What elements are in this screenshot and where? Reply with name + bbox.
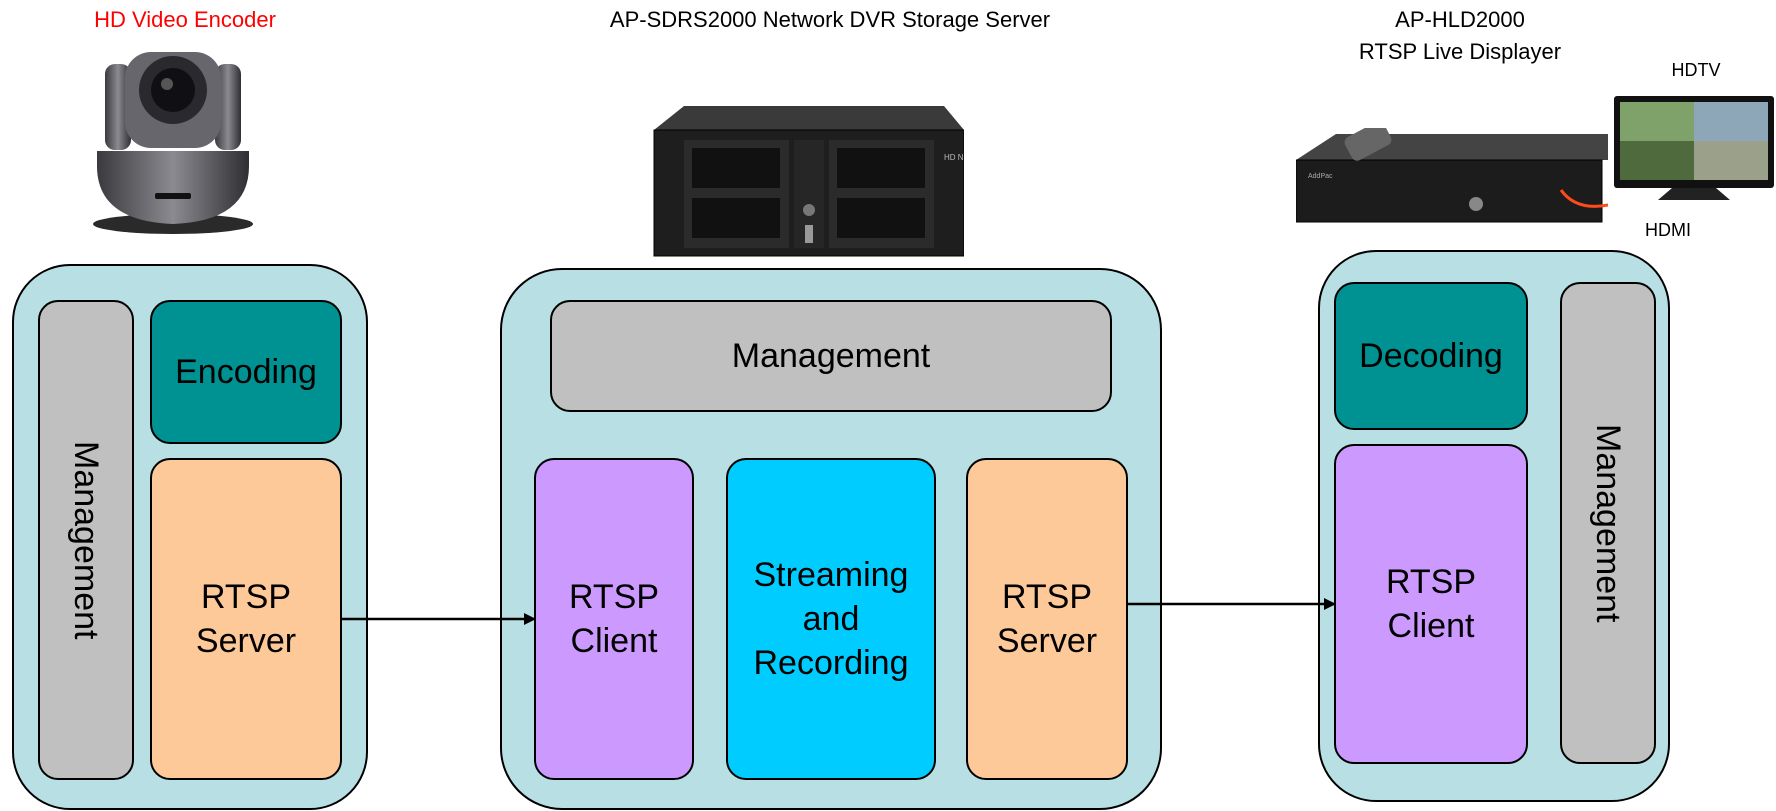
displayer-rtsp-client-label: RTSP Client [1385, 563, 1477, 645]
displayer-management-label: Management [1589, 423, 1627, 623]
server-title: AP-SDRS2000 Network DVR Storage Server [609, 7, 1051, 32]
server-rtsp-client-block: RTSP Client [534, 458, 694, 780]
hdtv-image [1614, 96, 1774, 200]
server-management-block: Management [550, 300, 1112, 412]
encoding-block: Encoding [150, 300, 342, 444]
svg-text:AddPac: AddPac [1308, 173, 1333, 180]
server-rtsp-client-label: RTSP Client [568, 578, 660, 660]
server-management-label: Management [731, 337, 931, 375]
streaming-recording-label: Streaming and Recording [753, 556, 909, 682]
server-rtsp-server-block: RTSP Server [966, 458, 1128, 780]
encoder-rtsp-server-block: RTSP Server [150, 458, 342, 780]
encoder-title: HD Video Encoder [94, 7, 276, 32]
dvr-server-image: HD NDVR [653, 106, 964, 257]
svg-text:HD NDVR: HD NDVR [944, 153, 964, 162]
hdmi-label: HDMI [1645, 220, 1691, 240]
hdtv-label: HDTV [1671, 60, 1721, 80]
displayer-title-line1: AP-HLD2000 [1395, 7, 1525, 32]
server-rtsp-server-label: RTSP Server [996, 578, 1098, 660]
encoding-label: Encoding [175, 353, 317, 391]
streaming-recording-block: Streaming and Recording [726, 458, 936, 780]
ptz-camera-image [93, 52, 253, 234]
decoding-label: Decoding [1359, 337, 1503, 375]
encoder-management-label: Management [67, 440, 105, 640]
encoder-rtsp-server-label: RTSP Server [195, 578, 297, 660]
displayer-box-image: AddPac [1296, 128, 1608, 223]
encoder-management-block: Management [38, 300, 134, 780]
displayer-management-block: Management [1560, 282, 1656, 764]
decoding-block: Decoding [1334, 282, 1528, 430]
displayer-title-line2: RTSP Live Displayer [1358, 39, 1562, 64]
